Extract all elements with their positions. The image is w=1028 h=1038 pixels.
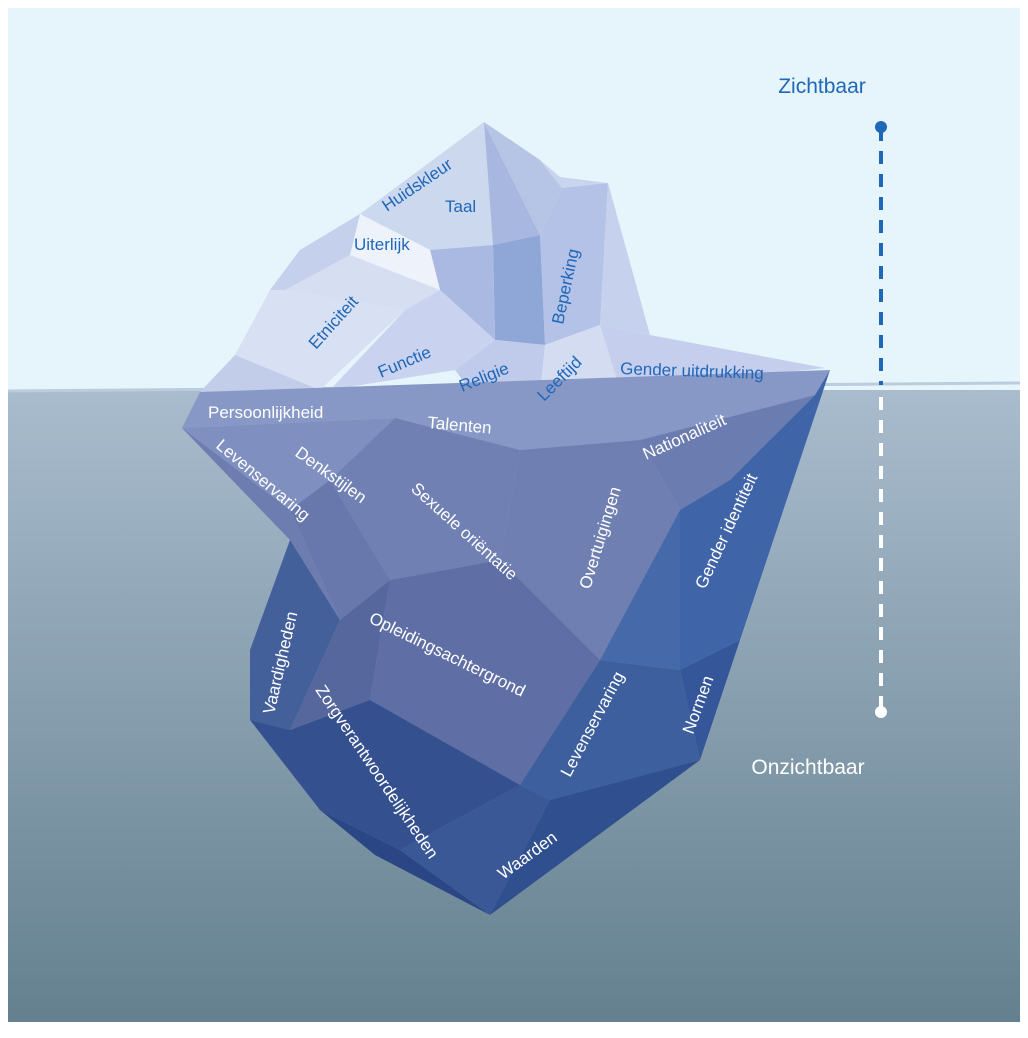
iceberg-label-persoonlijkheid: Persoonlijkheid — [208, 403, 323, 422]
iceberg-tip — [200, 122, 825, 395]
scale-top-dot — [875, 121, 887, 133]
iceberg-label-taal: Taal — [445, 197, 476, 216]
scale-bottom-dot — [875, 706, 887, 718]
iceberg-label-uiterlijk: Uiterlijk — [354, 235, 410, 254]
iceberg-body — [182, 370, 830, 915]
visibility-scale: Zichtbaar Onzichtbaar — [751, 75, 887, 779]
scale-top-label: Zichtbaar — [778, 75, 866, 98]
scale-bottom-label: Onzichtbaar — [751, 756, 864, 779]
